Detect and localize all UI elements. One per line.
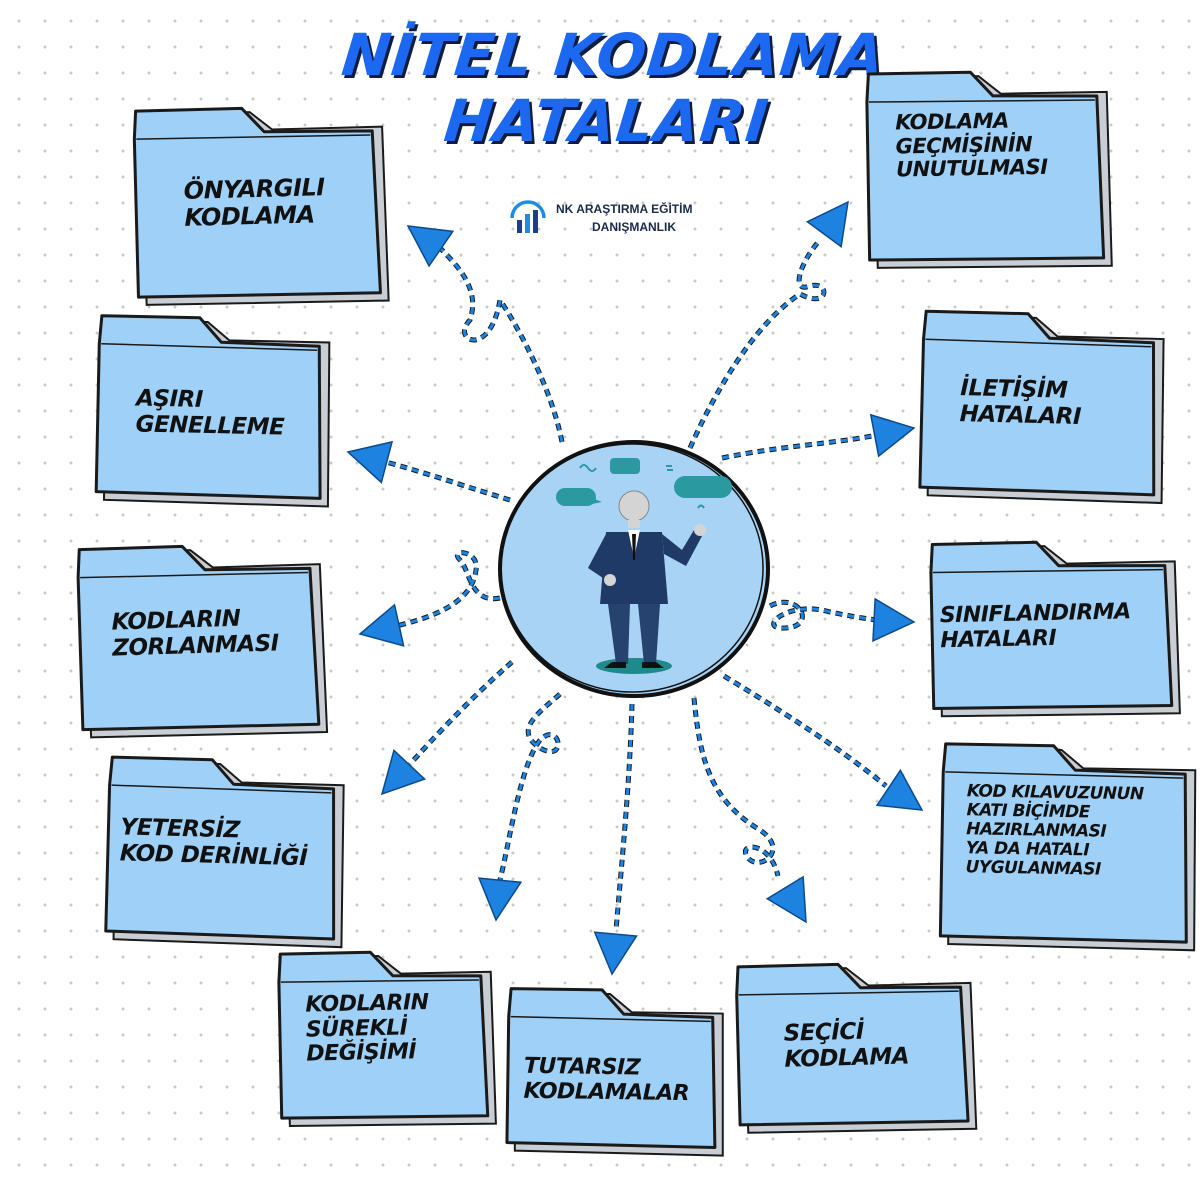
connector-secici (691, 697, 807, 924)
connector-yetersiz (380, 660, 514, 796)
folder-icon (132, 106, 390, 306)
folder-label-line: ZORLANMASI (111, 630, 280, 662)
folder-label-line: İLETİŞİM (959, 375, 1068, 404)
connector-surekli (477, 692, 562, 922)
folder-label-line: KODLARIN (305, 990, 429, 1018)
connector-kilavuz (722, 673, 924, 811)
arrowhead-icon (875, 768, 924, 811)
folder-label-line: SINIFLANDIRMA (939, 599, 1131, 629)
folder-icon (76, 544, 329, 739)
connector-iletisim (721, 413, 916, 461)
arrowhead-icon (765, 875, 807, 924)
folder-icon (929, 540, 1181, 718)
folder-label-line: UNUTULMASI (895, 154, 1048, 182)
connector-zorlanmasi (358, 550, 501, 647)
folder-icon (94, 314, 331, 508)
arrowhead-icon (406, 225, 455, 268)
folder-label-line: TUTARSIZ (523, 1053, 641, 1081)
folder-label-line: HATALARI (959, 400, 1082, 430)
arrowhead-icon (872, 597, 916, 643)
connector-siniflandirma (768, 597, 916, 643)
folder-icon (505, 987, 724, 1157)
brand: NK ARAŞTIRMA EĞİTİM DANIŞMANLIK (508, 196, 748, 240)
folder-label-line: UYGULANMASI (965, 857, 1101, 880)
central-hub (496, 438, 772, 700)
brand-logo-icon (510, 200, 546, 233)
arrowhead-icon (380, 749, 427, 796)
arrowhead-icon (358, 603, 405, 647)
brand-name-line-2: DANIŞMANLIK (592, 220, 676, 234)
folder-label-line: KOD DERİNLİĞİ (119, 840, 308, 872)
folder-label-line: HATALARI (940, 625, 1057, 653)
folder-label-line: KODLAMA (895, 108, 1009, 135)
connector-onyargili (406, 225, 565, 443)
folder-label-line: DEĞİŞİMİ (306, 1039, 417, 1067)
connector-asiri (346, 440, 511, 503)
folder-label-line: KODLAMA (184, 200, 315, 232)
connector-gecmis (687, 200, 849, 450)
arrowhead-icon (477, 877, 523, 922)
folder-label-line: KODLAMA (784, 1043, 910, 1073)
folder-label-line: KODLAMALAR (523, 1078, 690, 1106)
folder-icon (735, 962, 978, 1134)
folder-icon (938, 742, 1197, 952)
folder-icon (865, 70, 1113, 269)
folder-icon (918, 309, 1165, 505)
arrowhead-icon (346, 440, 394, 484)
arrowhead-icon (869, 413, 916, 458)
folder-label-line: GENELLEME (135, 411, 285, 441)
folder-icon (104, 755, 345, 949)
brand-name-line-1: NK ARAŞTIRMA EĞİTİM (556, 202, 693, 216)
businessman-speech-bubbles-icon (556, 458, 732, 674)
connector-tutarsiz (593, 703, 638, 976)
arrowhead-icon (805, 200, 849, 248)
arrowhead-icon (593, 931, 638, 976)
hub-circle (498, 440, 770, 698)
folder-icon (277, 950, 497, 1127)
